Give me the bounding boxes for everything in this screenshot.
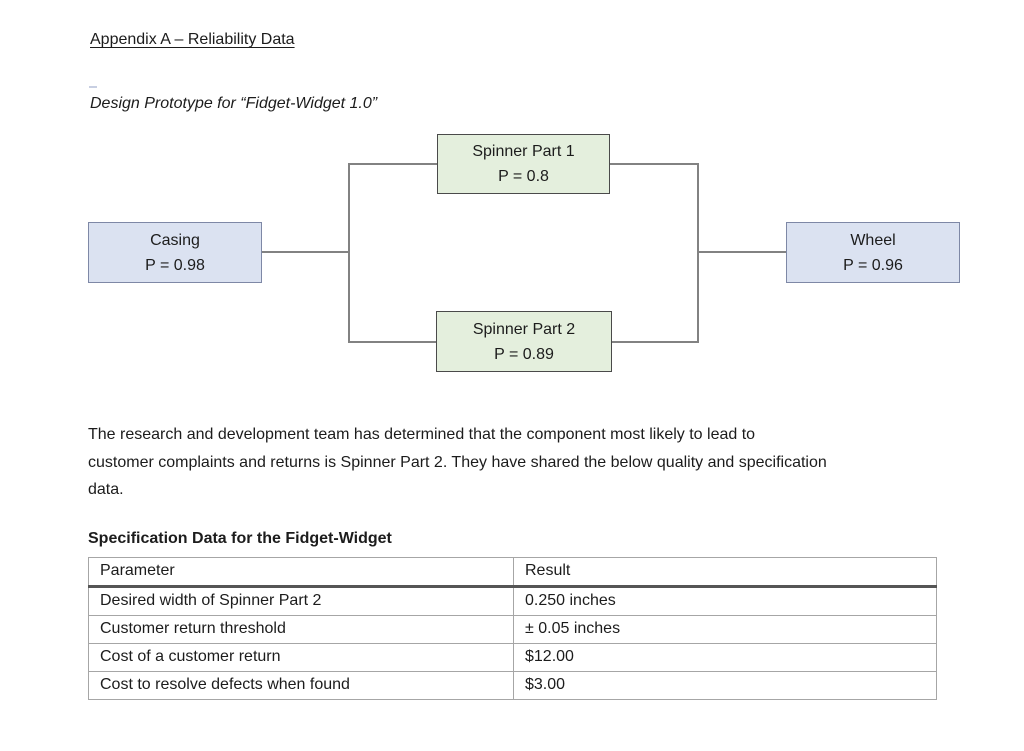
connector-from-spinner2-right [612,341,699,343]
node-probability: P = 0.96 [843,256,903,274]
table-row: Customer return threshold ± 0.05 inches [88,615,937,644]
parameter-cell: Desired width of Spinner Part 2 [88,586,514,616]
node-label: Spinner Part 2 [472,320,576,338]
column-header-result: Result [513,557,937,588]
paragraph-line: data. [88,481,124,498]
table-row: Desired width of Spinner Part 2 0.250 in… [88,586,937,616]
diagram-node-spinner-part-1: Spinner Part 1 P = 0.8 [437,134,610,194]
diagram-node-spinner-part-2: Spinner Part 2 P = 0.89 [436,311,612,372]
node-probability: P = 0.89 [494,345,554,363]
stray-mark [89,86,97,88]
spec-table-title: Specification Data for the Fidget-Widget [88,530,392,547]
connector-left-vertical [348,163,350,343]
body-paragraph: The research and development team has de… [88,421,988,504]
connector-to-spinner1-left [348,163,437,165]
parameter-cell: Cost to resolve defects when found [88,671,514,700]
diagram-node-wheel: Wheel P = 0.96 [786,222,960,283]
reliability-block-diagram: Casing P = 0.98 Spinner Part 1 P = 0.8 S… [88,134,960,372]
table-header-row: Parameter Result [88,557,937,588]
connector-to-spinner2-left [348,341,436,343]
connector-casing-to-junction [262,251,350,253]
connector-right-vertical [697,163,699,343]
parameter-cell: Cost of a customer return [88,643,514,672]
result-cell: $3.00 [513,671,937,700]
prototype-subtitle: Design Prototype for “Fidget-Widget 1.0” [90,95,378,112]
node-probability: P = 0.98 [145,256,205,274]
specification-table: Parameter Result Desired width of Spinne… [88,557,937,700]
paragraph-line: The research and development team has de… [88,426,756,443]
result-cell: 0.250 inches [513,586,937,616]
node-label: Casing [150,231,200,249]
appendix-title: Appendix A – Reliability Data [90,31,295,48]
node-label: Wheel [850,231,896,249]
table-row: Cost to resolve defects when found $3.00 [88,671,937,700]
connector-junction-to-wheel [699,251,786,253]
node-probability: P = 0.8 [498,168,549,185]
result-cell: $12.00 [513,643,937,672]
column-header-parameter: Parameter [88,557,514,588]
paragraph-line: customer complaints and returns is Spinn… [88,453,827,471]
diagram-node-casing: Casing P = 0.98 [88,222,262,283]
table-row: Cost of a customer return $12.00 [88,643,937,672]
node-label: Spinner Part 1 [472,143,575,160]
parameter-cell: Customer return threshold [88,615,514,644]
connector-from-spinner1-right [610,163,699,165]
result-cell: ± 0.05 inches [513,615,937,644]
